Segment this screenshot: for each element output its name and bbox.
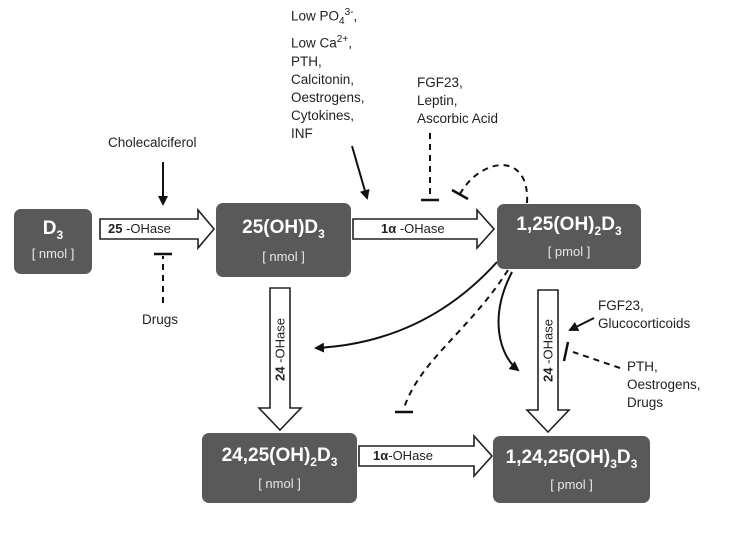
inhib-right-drugs: Drugs [627, 395, 664, 410]
inhib-top-ascorbic: Ascorbic Acid [417, 111, 499, 126]
stim-top-calcitonin: Calcitonin, [291, 71, 355, 87]
oh12425-sub: 3 [610, 456, 617, 471]
oh12425-sub2: 3 [630, 456, 638, 471]
inhibit-125-to-bottom [403, 269, 509, 409]
e1a-bottom-bold: 1α [373, 448, 389, 463]
e24-right-rest: -OHase [540, 319, 556, 368]
oh125-main: 1,25(OH) [516, 214, 595, 235]
oh125-sub2: 3 [614, 223, 622, 238]
oh2425-sub2: 3 [330, 454, 338, 469]
oh2425-mid: D [316, 445, 331, 466]
e24-right-bold: 24 [540, 367, 556, 382]
enzyme-24-ohase-left: 24 -OHase [273, 317, 288, 383]
label-inhibitors-top: FGF23, Leptin, Ascorbic Acid [417, 74, 498, 128]
enzyme-25-ohase: 25 -OHase [108, 221, 171, 236]
e1a-bottom-rest: -OHase [388, 448, 434, 463]
oh125-mid: D [601, 214, 615, 235]
inhib-top-fgf23: FGF23, [417, 75, 463, 90]
oh25-unit: [ nmol ] [262, 248, 305, 264]
arrow-25oh-to-125 [352, 207, 496, 251]
enzyme-24-ohase-right: 24 -OHase [541, 318, 556, 384]
stim-right-glucocorticoids: Glucocorticoids [598, 316, 691, 331]
inhib-right-oestrogens: Oestrogens, [627, 377, 701, 392]
stim-top-po4-text: Low PO [291, 8, 340, 24]
e1a-top-bold: 1α [381, 221, 397, 236]
inhib-right-pth: PTH, [627, 359, 658, 374]
e24-left-bold: 24 [272, 366, 288, 381]
label-drugs: Drugs [142, 312, 179, 327]
arrow-2425-to-12425 [358, 433, 494, 479]
feedback-loop [459, 164, 529, 204]
stim-top-cytokines: Cytokines, [291, 107, 355, 123]
inhib-top-leptin: Leptin, [417, 93, 458, 108]
arrow-stim-top [351, 145, 370, 200]
box-25oh-d3: 25(OH)D3 [ nmol ] [216, 203, 351, 277]
arrow-d3-to-25oh [99, 207, 216, 251]
arrow-fgf23-right [568, 317, 595, 331]
po4-sub: 4 [339, 16, 345, 28]
stim-top-ca-text: Low Ca [291, 35, 337, 51]
e25-rest: -OHase [122, 221, 171, 236]
e1a-top-rest: -OHase [396, 221, 445, 236]
stim-top-po4: Low PO43-, [291, 4, 365, 31]
ca-sup: 2+ [336, 34, 349, 46]
feedback-loop-bar [451, 188, 469, 201]
label-stimulators-top: Low PO43-, Low Ca2+, PTH, Calcitonin, Oe… [291, 4, 365, 143]
inhibit-pth-right [572, 351, 621, 369]
e25-bold: 25 [108, 221, 123, 236]
oh25-main: 25(OH)D [242, 217, 319, 238]
oh2425-unit: [ nmol ] [258, 475, 301, 491]
oh125-unit: [ pmol ] [547, 243, 591, 259]
arrow-25oh-to-2425 [257, 287, 303, 432]
e24-left-rest: -OHase [272, 318, 288, 367]
oh125-sub: 2 [594, 223, 602, 238]
stim-top-inf: INF [291, 125, 313, 141]
label-inhibitors-right: PTH, Oestrogens, Drugs [627, 358, 701, 412]
oh12425-unit: [ pmol ] [550, 476, 593, 492]
stim-top-ca: Low Ca2+, [291, 31, 365, 53]
oh2425-main: 24,25(OH) [221, 445, 311, 466]
oh12425-mid: D [616, 447, 631, 468]
box-125oh-d3: 1,25(OH)2D3 [ pmol ] [497, 204, 641, 269]
stim-right-fgf23: FGF23, [598, 298, 644, 313]
stim-top-oestrogens: Oestrogens, [291, 89, 365, 105]
box-12425oh-d3: 1,24,25(OH)3D3 [ pmol ] [493, 436, 650, 503]
label-cholecalciferol: Cholecalciferol [108, 135, 197, 150]
arrow-125-to-12425 [525, 289, 571, 434]
d3-main: D [42, 218, 57, 239]
arrow-125-to-24ohase-right [497, 271, 520, 372]
inhibit-pth-right-bar [562, 341, 570, 362]
d3-sub: 3 [56, 227, 64, 242]
enzyme-1a-ohase-bottom: 1α-OHase [373, 448, 433, 463]
po4-sup: 3- [344, 7, 354, 18]
box-d3: D3 [ nmol ] [14, 209, 92, 274]
d3-unit: [ nmol ] [31, 245, 75, 261]
po4-tail: , [353, 8, 358, 24]
oh25-sub: 3 [318, 226, 325, 241]
arrow-125-to-24ohase-left [314, 261, 498, 353]
ca-tail: , [348, 35, 352, 51]
enzyme-1a-ohase-top: 1α -OHase [381, 221, 445, 236]
oh12425-main: 1,24,25(OH) [505, 447, 611, 468]
stim-top-pth: PTH, [291, 53, 322, 69]
label-stimulators-right: FGF23, Glucocorticoids [598, 297, 690, 333]
oh2425-sub: 2 [310, 454, 317, 469]
box-2425oh-d3: 24,25(OH)2D3 [ nmol ] [202, 433, 357, 503]
